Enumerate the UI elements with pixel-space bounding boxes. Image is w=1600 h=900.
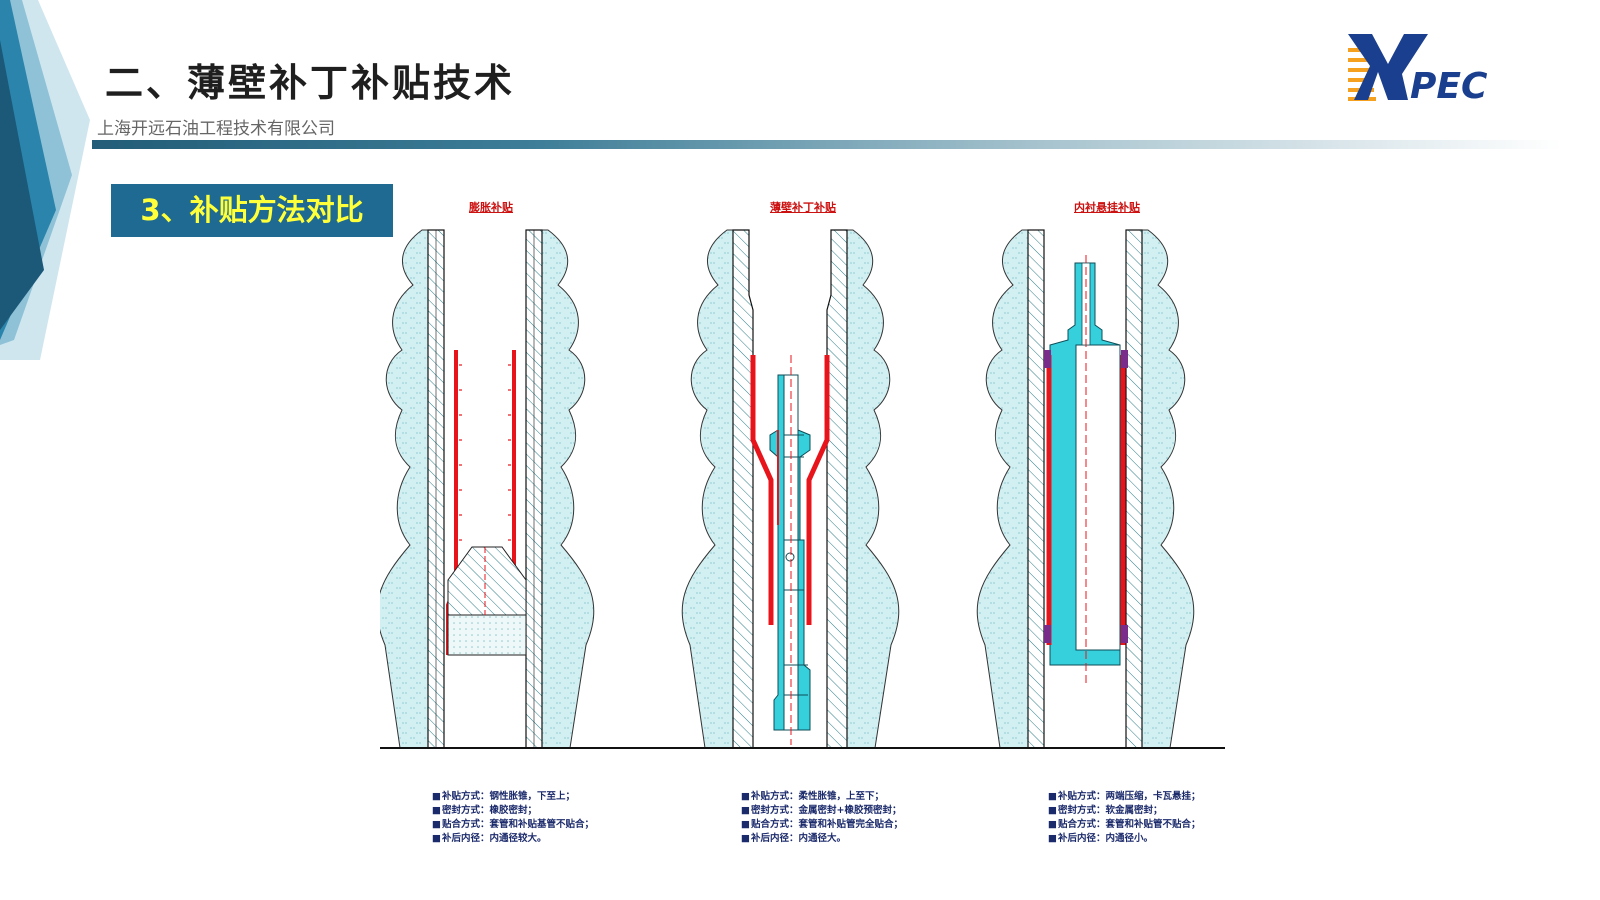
note-item: 补后内径：内通径较大。	[432, 832, 594, 846]
svg-text:PEC: PEC	[1410, 66, 1488, 106]
page-title: 二、薄壁补丁补贴技术	[105, 61, 516, 105]
note-item: 密封方式：软金属密封；	[1048, 804, 1201, 818]
note-item: 密封方式：金属密封+橡胶预密封；	[741, 804, 903, 818]
section-label: 3、补贴方法对比	[111, 184, 393, 237]
note-item: 补贴方式：两端压缩，卡瓦悬挂；	[1048, 790, 1201, 804]
note-item: 补后内径：内通径小。	[1048, 832, 1201, 846]
note-item: 贴合方式：套管和补贴基管不贴合；	[432, 818, 594, 832]
well-thin-wall-patch	[681, 229, 900, 749]
caption-liner-hanger-patch: 内衬悬挂补贴	[1074, 201, 1140, 214]
note-item: 贴合方式：套管和补贴管不贴合；	[1048, 818, 1201, 832]
patch-comparison-diagram	[380, 229, 1225, 749]
company-name: 上海开远石油工程技术有限公司	[97, 119, 335, 139]
kpec-logo: PEC	[1348, 34, 1488, 106]
left-edge-decoration	[0, 0, 90, 360]
notes-thin-wall-patch: 补贴方式：柔性胀锥，上至下； 密封方式：金属密封+橡胶预密封； 贴合方式：套管和…	[741, 790, 903, 846]
notes-expansion-patch: 补贴方式：钢性胀锥，下至上； 密封方式：橡胶密封； 贴合方式：套管和补贴基管不贴…	[432, 790, 594, 846]
note-item: 补贴方式：柔性胀锥，上至下；	[741, 790, 903, 804]
note-item: 密封方式：橡胶密封；	[432, 804, 594, 818]
header-divider	[92, 140, 1562, 149]
notes-liner-hanger-patch: 补贴方式：两端压缩，卡瓦悬挂； 密封方式：软金属密封； 贴合方式：套管和补贴管不…	[1048, 790, 1201, 846]
caption-thin-wall-patch: 薄壁补丁补贴	[770, 201, 836, 214]
note-item: 补后内径：内通径大。	[741, 832, 903, 846]
caption-expansion-patch: 膨胀补贴	[469, 201, 513, 214]
well-liner-hanger-patch	[976, 229, 1195, 749]
note-item: 贴合方式：套管和补贴管完全贴合；	[741, 818, 903, 832]
note-item: 补贴方式：钢性胀锥，下至上；	[432, 790, 594, 804]
well-expansion-patch	[380, 229, 595, 749]
